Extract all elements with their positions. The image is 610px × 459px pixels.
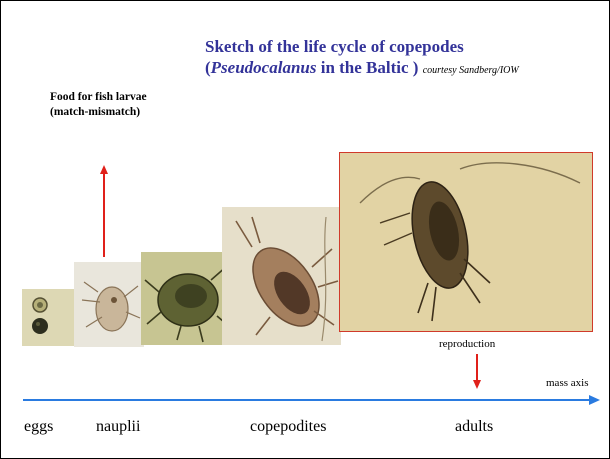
stage-label-eggs: eggs	[24, 418, 53, 436]
reproduction-label: reproduction	[439, 338, 495, 350]
food-note: Food for fish larvae (match-mismatch)	[50, 90, 147, 120]
title-rest: in the Baltic )	[316, 58, 418, 77]
food-arrow-shaft	[103, 173, 105, 257]
eggs-photo	[22, 289, 80, 346]
mass-axis-arrowhead	[589, 395, 600, 405]
credit-text: courtesy Sandberg/IOW	[423, 65, 519, 76]
title-line-1: Sketch of the life cycle of copepodes	[205, 36, 605, 57]
stage-label-copepodites: copepodites	[250, 418, 326, 436]
early-copepodite-photo	[141, 252, 235, 345]
late-copepodite-photo	[222, 207, 341, 345]
nauplius-photo	[74, 262, 144, 347]
title-genus: Pseudocalanus	[211, 58, 317, 77]
stage-label-nauplii: nauplii	[96, 418, 140, 436]
slide-title: Sketch of the life cycle of copepodes (P…	[205, 36, 605, 81]
food-note-line-2: (match-mismatch)	[50, 105, 147, 120]
mass-axis-line	[23, 399, 590, 401]
reproduction-arrow-shaft	[476, 354, 478, 380]
reproduction-arrow-head	[473, 380, 481, 389]
mass-axis-label: mass axis	[546, 377, 588, 389]
stage-label-adults: adults	[455, 418, 493, 436]
title-line-2: (Pseudocalanus in the Baltic ) courtesy …	[205, 57, 605, 81]
food-note-line-1: Food for fish larvae	[50, 90, 147, 105]
adult-photo	[339, 152, 593, 332]
